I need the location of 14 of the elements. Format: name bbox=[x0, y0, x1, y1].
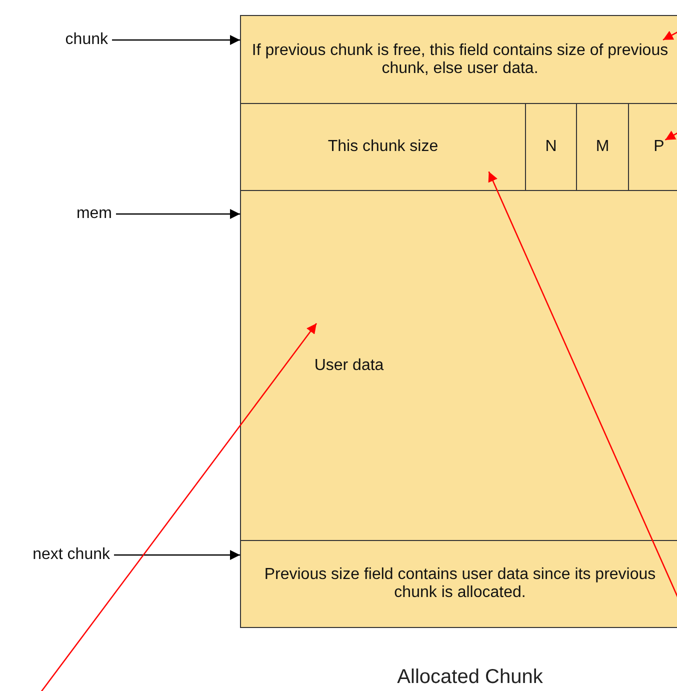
pointer-label: chunk bbox=[20, 28, 108, 52]
flag-field: N bbox=[525, 103, 577, 191]
pointer-arrow bbox=[112, 35, 240, 45]
prev-size-field: Previous size field contains user data since its previous chunk is allocated. bbox=[240, 540, 677, 628]
size-field: This chunk size bbox=[240, 103, 526, 191]
pointer-arrow bbox=[116, 209, 240, 219]
user-data-area: User data bbox=[240, 190, 677, 541]
flag-field: P bbox=[628, 103, 677, 191]
diagram-caption: Allocated Chunk bbox=[396, 666, 544, 689]
flag-field: M bbox=[576, 103, 629, 191]
pointer-arrow bbox=[114, 550, 240, 560]
pointer-label: next chunk bbox=[0, 543, 110, 567]
pointer-label: mem bbox=[20, 202, 112, 226]
prev-size-field: If previous chunk is free, this field contains size of previous chunk, else user data. bbox=[240, 15, 677, 104]
